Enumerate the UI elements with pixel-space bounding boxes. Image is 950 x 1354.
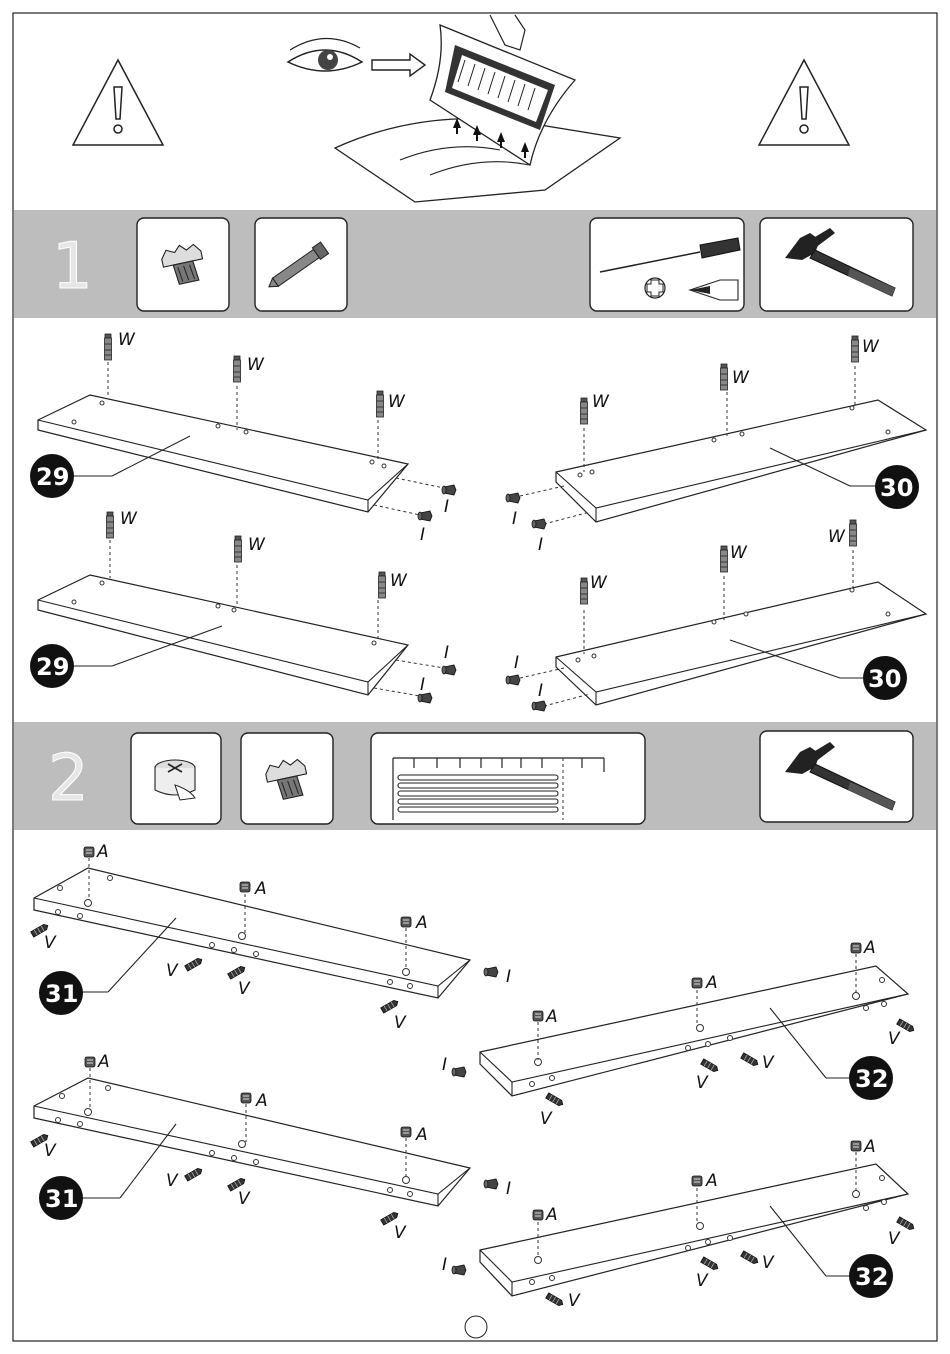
- arrow-right-icon: [372, 54, 425, 76]
- label-v: V: [44, 933, 57, 953]
- label-i: I: [514, 653, 519, 673]
- warning-left-icon: [73, 60, 163, 145]
- step-1-band: 1: [14, 210, 936, 318]
- label-a: A: [96, 842, 109, 862]
- part-32-label: 32: [855, 1263, 888, 1291]
- label-v: V: [44, 1141, 57, 1161]
- step-1-diagram: W W W I I 29 W W W I I: [30, 330, 926, 711]
- label-a: A: [705, 973, 718, 993]
- label-w: W: [590, 573, 608, 593]
- step-1-number: 1: [52, 230, 93, 304]
- panel-30-a: W W W I I 30: [506, 336, 926, 555]
- part-29-label: 29: [36, 653, 69, 681]
- label-i: I: [442, 1255, 447, 1275]
- label-w: W: [862, 337, 880, 357]
- label-i: I: [420, 675, 425, 695]
- label-i: I: [512, 509, 517, 529]
- label-v: V: [540, 1109, 553, 1129]
- label-v: V: [696, 1271, 709, 1291]
- part-31-label: 31: [45, 980, 78, 1008]
- label-w: W: [730, 543, 748, 563]
- read-instructions-illustration: [288, 15, 620, 202]
- label-w: W: [248, 535, 266, 555]
- label-a: A: [705, 1171, 718, 1191]
- label-i: I: [538, 535, 543, 555]
- label-v: V: [762, 1053, 775, 1073]
- label-v: V: [394, 1223, 407, 1243]
- part-29-label: 29: [36, 463, 69, 491]
- panel-29-b: W W W I I 29: [30, 509, 456, 703]
- step-2-band: 2: [14, 722, 936, 830]
- label-a: A: [255, 1091, 268, 1111]
- label-i: I: [538, 681, 543, 701]
- label-w: W: [592, 392, 610, 412]
- step-2-diagram: A A A V V V V I 31: [31, 842, 916, 1311]
- label-i: I: [506, 967, 511, 987]
- label-a: A: [545, 1007, 558, 1027]
- label-w: W: [390, 571, 408, 591]
- panel-29-a: W W W I I 29: [30, 330, 456, 545]
- part-30-label: 30: [880, 474, 913, 502]
- label-a: A: [545, 1205, 558, 1225]
- part-30-label: 30: [868, 665, 901, 693]
- eye-icon: [288, 38, 362, 71]
- label-v: V: [568, 1291, 581, 1311]
- label-w: W: [247, 355, 265, 375]
- label-w: W: [120, 509, 138, 529]
- label-w: W: [118, 330, 136, 350]
- label-a: A: [97, 1052, 110, 1072]
- label-i: I: [442, 1055, 447, 1075]
- label-a: A: [415, 1125, 428, 1145]
- part-31-label: 31: [45, 1185, 78, 1213]
- label-a: A: [863, 1137, 876, 1157]
- label-w: W: [828, 527, 846, 547]
- part-32-label: 32: [855, 1065, 888, 1093]
- label-w: W: [732, 368, 750, 388]
- label-a: A: [415, 913, 428, 933]
- panel-31-a: A A A V V V V I 31: [31, 842, 511, 1033]
- label-i: I: [506, 1179, 511, 1199]
- label-v: V: [888, 1229, 901, 1249]
- page-number-circle: [465, 1316, 487, 1338]
- panel-32-b: A A A I V V V V 32: [442, 1137, 915, 1311]
- label-a: A: [254, 879, 267, 899]
- panel-30-b: W W W I I 30: [506, 520, 926, 711]
- label-v: V: [166, 961, 179, 981]
- label-w: W: [388, 392, 406, 412]
- panel-31-b: A A A V V V V I 31: [31, 1052, 511, 1243]
- label-v: V: [696, 1073, 709, 1093]
- label-v: V: [166, 1171, 179, 1191]
- label-i: I: [444, 643, 449, 663]
- manual-booklet-icon: [335, 15, 620, 202]
- warning-right-icon: [759, 60, 849, 145]
- label-v: V: [762, 1253, 775, 1273]
- label-v: V: [394, 1013, 407, 1033]
- label-i: I: [444, 497, 449, 517]
- step-2-number: 2: [48, 742, 89, 816]
- label-i: I: [420, 525, 425, 545]
- panel-32-a: A A A I V V V V 32: [442, 938, 915, 1129]
- label-v: V: [238, 979, 251, 999]
- label-v: V: [238, 1189, 251, 1209]
- label-a: A: [863, 938, 876, 958]
- label-v: V: [888, 1029, 901, 1049]
